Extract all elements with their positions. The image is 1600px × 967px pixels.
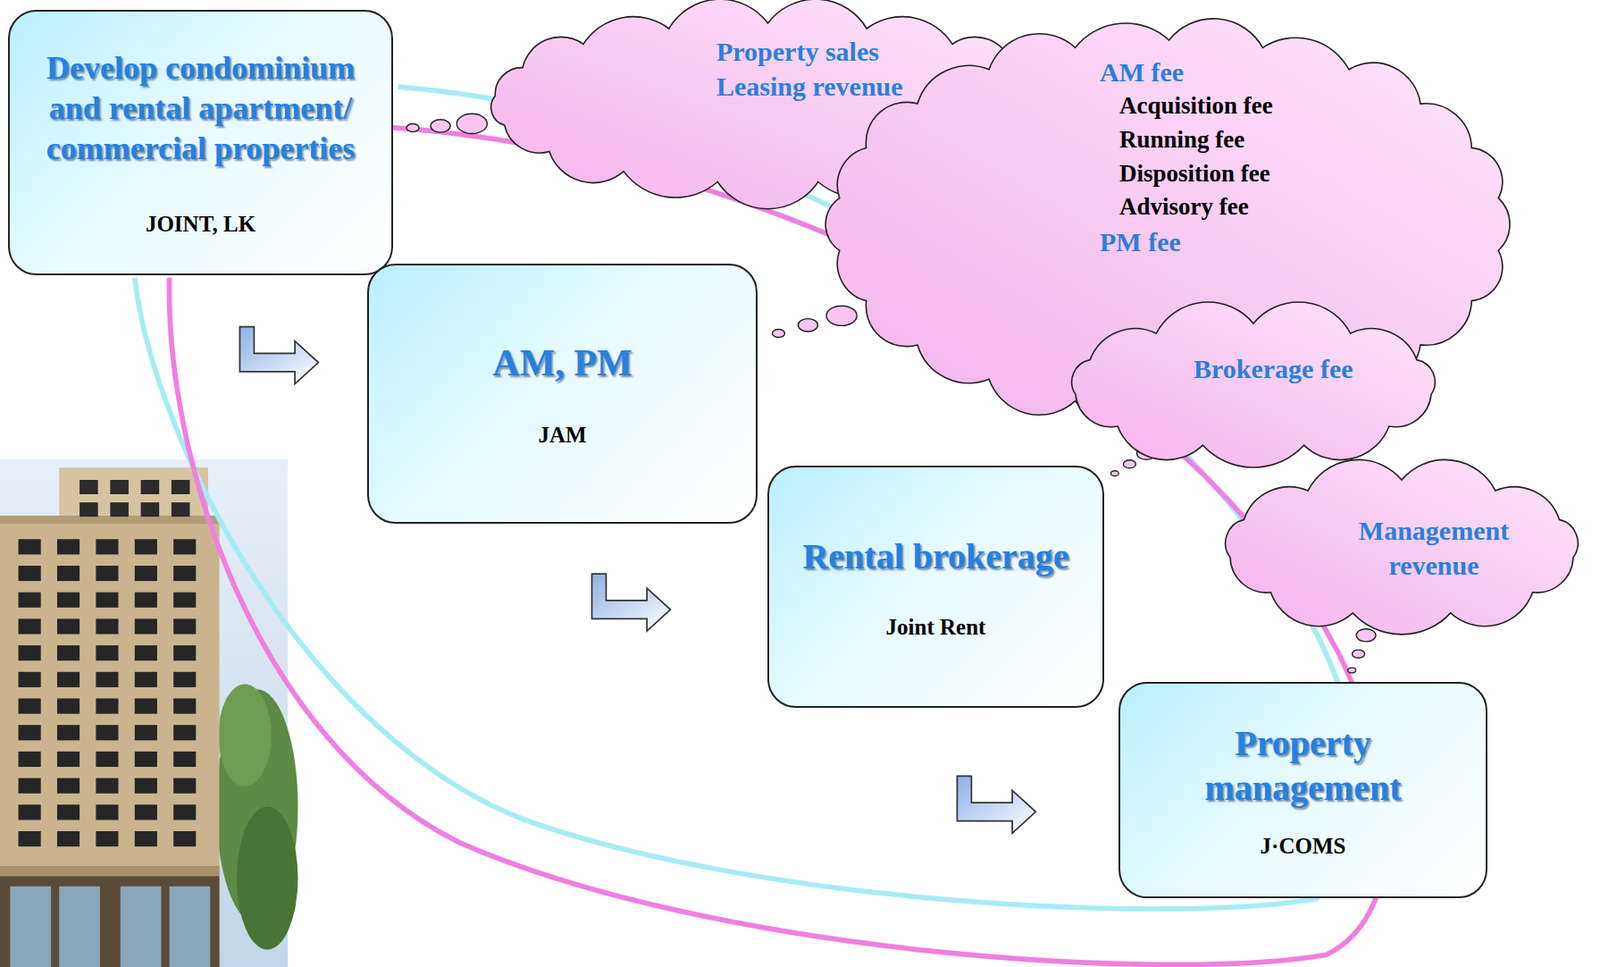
box-content: Develop condominium and rental apartment… [30,48,371,237]
box-content: Rental brokerageJoint Rent [802,534,1069,640]
thought-bubble-dot [430,119,451,133]
box-title: Rental brokerage [802,534,1069,579]
thought-bubble-connector [406,113,487,134]
process-box: Property managementJ·COMS [1118,681,1488,898]
thought-bubble-dot [772,329,786,338]
step-arrow [239,326,319,385]
cloud-content: Property salesLeasing revenue [716,33,904,104]
fee-item: Advisory fee [1099,190,1274,225]
cloud-content: AM feeAcquisition feeRunning feeDisposit… [1099,54,1274,260]
company-name: JAM [537,422,587,448]
revenue-item: Leasing revenue [716,68,904,104]
process-box: AM, PM JAM [367,263,758,524]
thought-bubble-dot [406,124,419,133]
thought-bubble-connector [772,305,858,337]
revenue-item: Management revenue [1326,512,1542,583]
cloud-content: Management revenue [1326,512,1542,583]
box-title: Develop condominium and rental apartment… [30,48,371,169]
company-name: JOINT, LK [145,211,256,237]
thought-bubble-dot [826,305,857,326]
thought-cloud: Brokerage fee [1054,303,1453,468]
thought-bubble-dot [797,318,818,332]
company-name: J·COMS [1260,833,1347,859]
process-box: Rental brokerageJoint Rent [767,465,1105,708]
fee-item: Acquisition fee [1099,89,1274,124]
revenue-item: Brokerage fee [1193,351,1354,386]
cloud-shape [1208,460,1595,636]
thought-bubble-dot [1110,470,1119,477]
thought-bubble-dot [1352,649,1366,658]
thought-bubble-dot [456,113,487,134]
thought-cloud: Management revenue [1208,460,1595,636]
step-arrow [591,573,671,631]
fee-item: Disposition fee [1099,157,1274,192]
revenue-item: Property sales [716,33,904,69]
fee-item: Running fee [1099,123,1274,158]
box-content: Property managementJ·COMS [1140,720,1466,859]
thought-bubble-dot [1348,667,1357,673]
box-title: Property management [1140,720,1466,811]
thought-bubble-dot [1356,628,1376,642]
thought-bubble-dot [1122,460,1136,469]
thought-bubble-connector [1348,628,1376,673]
process-box: Develop condominium and rental apartment… [8,9,394,276]
revenue-item: AM fee [1099,54,1274,90]
step-arrow [956,775,1036,833]
revenue-item: PM fee [1099,224,1274,260]
building-photo [0,459,299,967]
box-content: AM, PM JAM [492,339,632,448]
box-title: AM, PM [492,339,632,387]
cloud-content: Brokerage fee [1193,351,1354,386]
cloud-shape [1054,303,1453,468]
company-name: Joint Rent [886,614,987,640]
